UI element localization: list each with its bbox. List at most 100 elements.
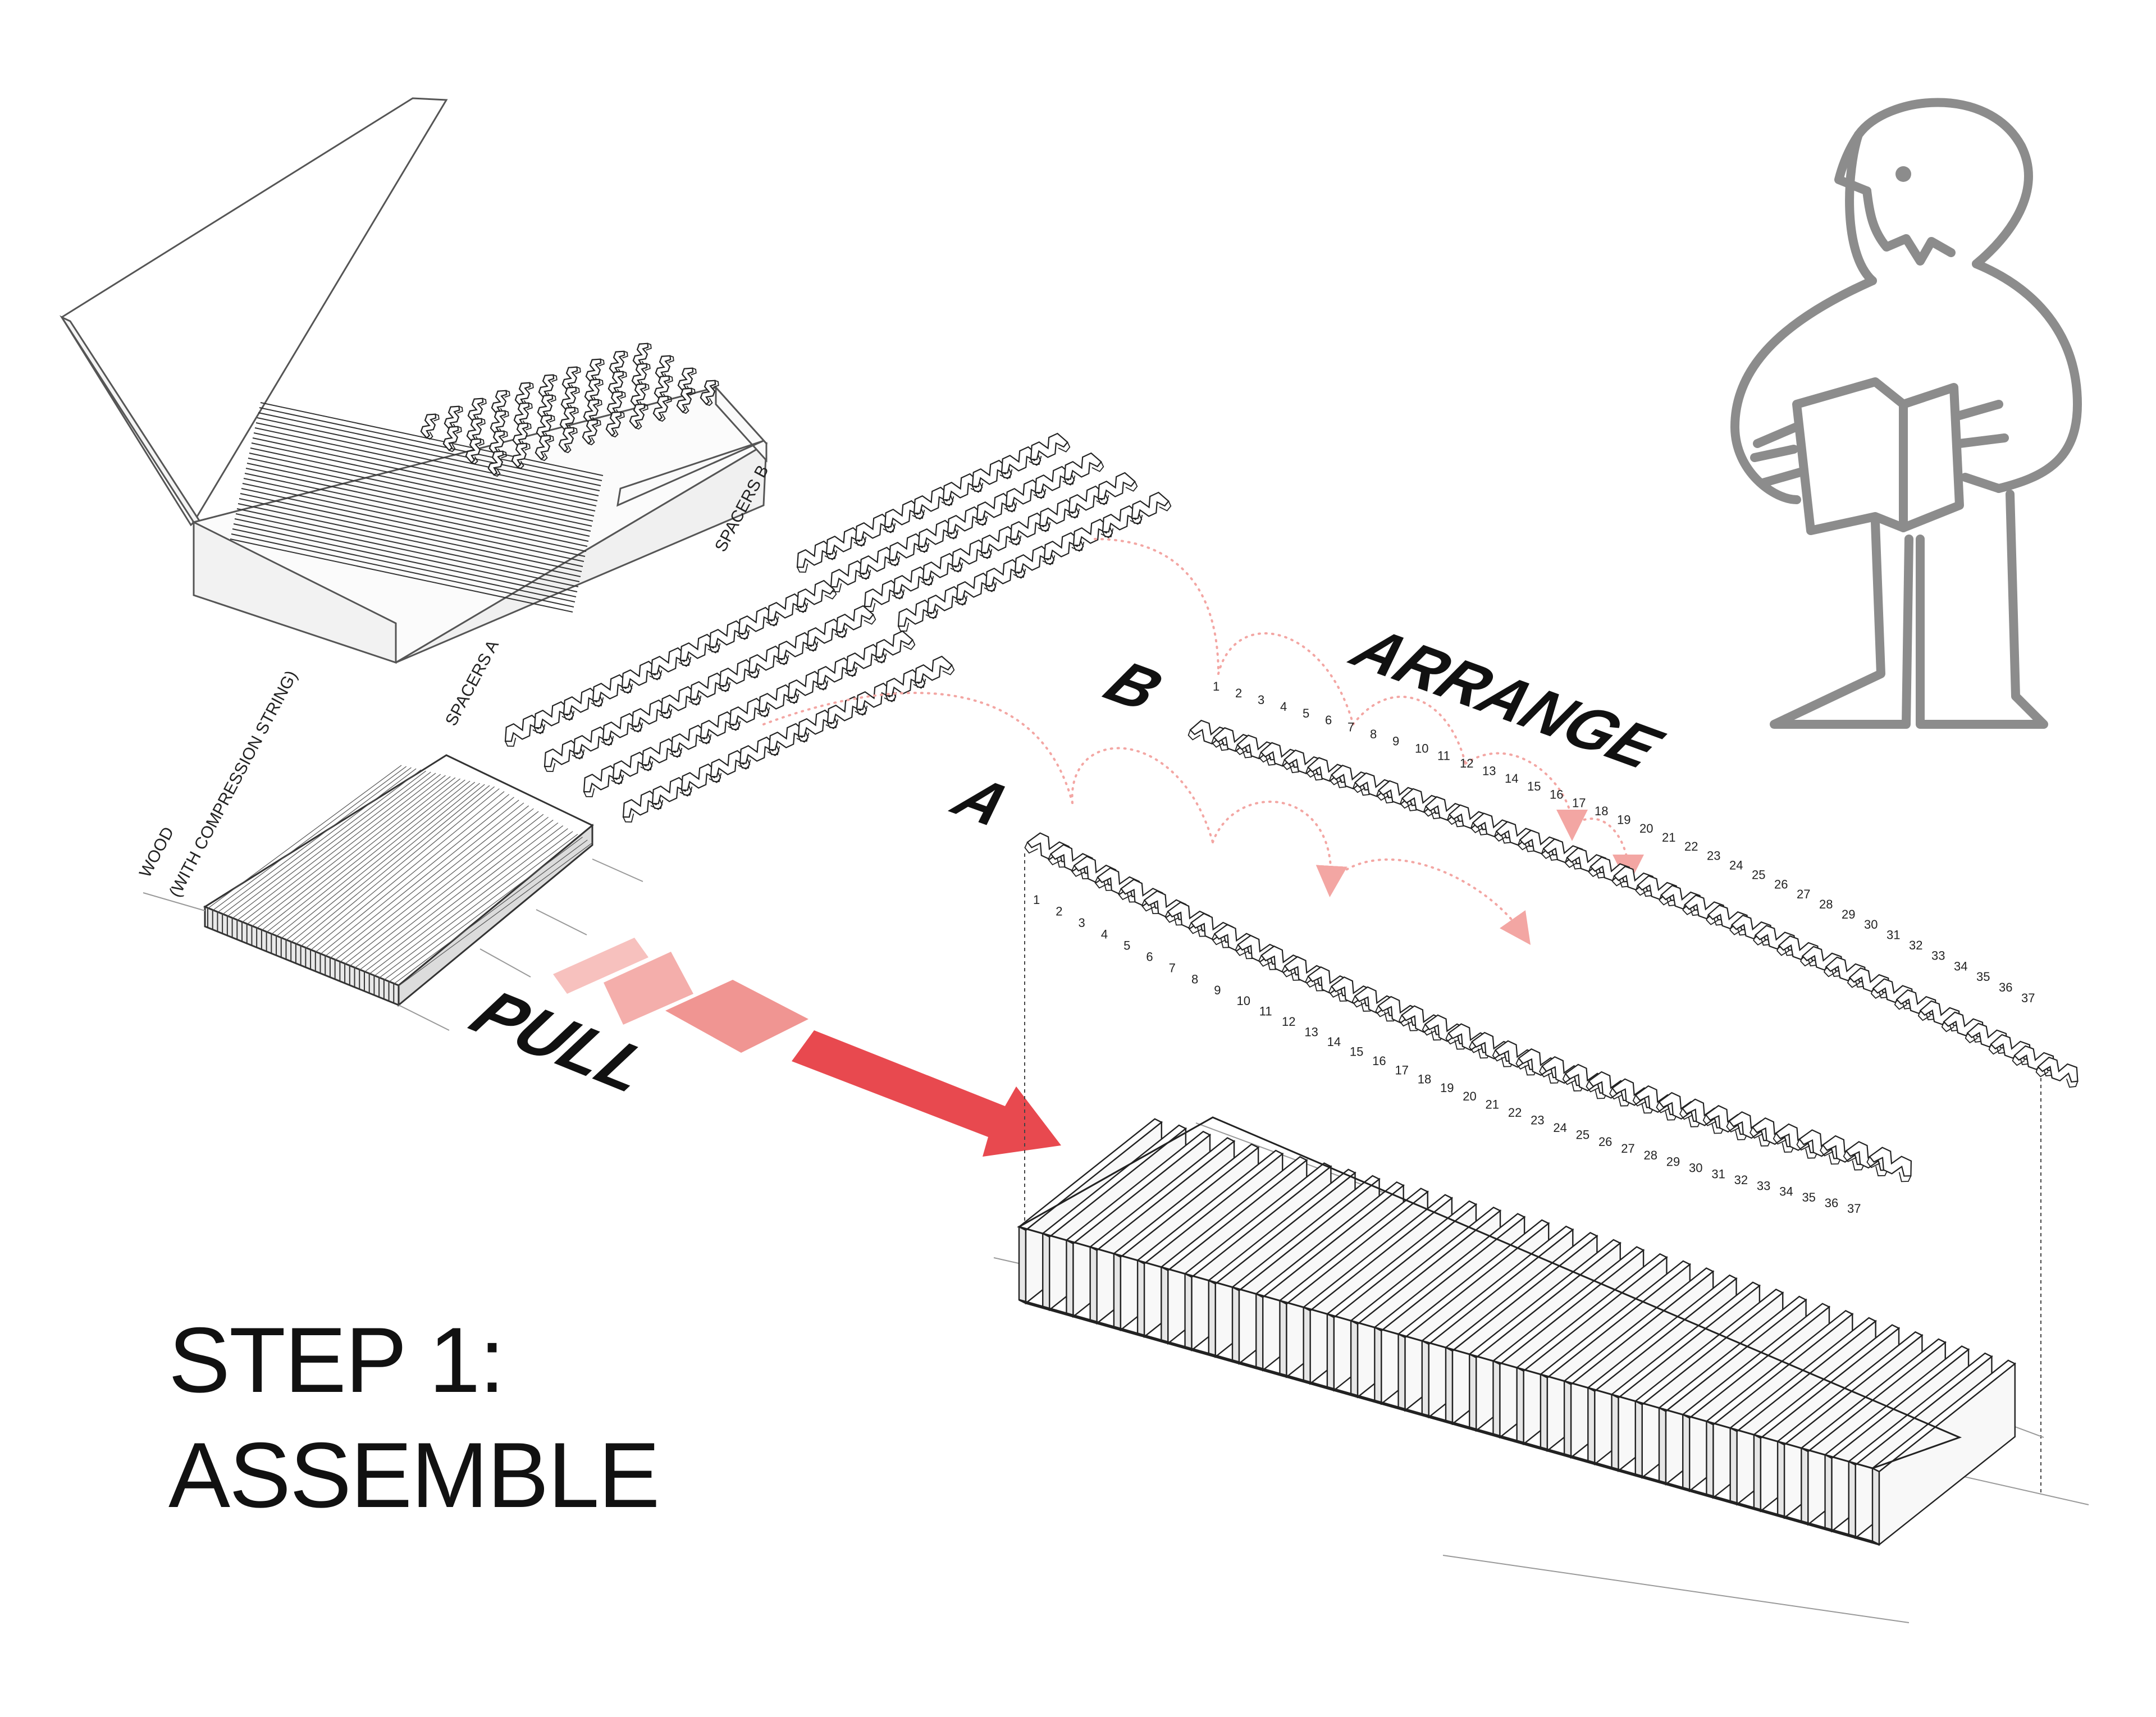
- spacer-b-number: 14: [1505, 771, 1518, 786]
- wood-slat-top: [374, 828, 568, 976]
- wood-slat-top: [295, 785, 490, 945]
- spacers-b-group: [796, 432, 1172, 632]
- spacer-a-number: 1: [1033, 893, 1040, 907]
- step-title: STEP 1: ASSEMBLE: [168, 1303, 660, 1533]
- wood-slat-top: [340, 808, 534, 963]
- wood-slat-top: [286, 783, 480, 941]
- spacer-a-number: 2: [1056, 905, 1062, 919]
- boxed-spacer: [652, 395, 672, 422]
- boxed-spacer: [535, 435, 554, 462]
- spacer-a-number: 27: [1621, 1141, 1634, 1156]
- wood-slat-top: [222, 768, 417, 915]
- boxed-slat: [230, 538, 573, 613]
- wood-slat-top: [261, 777, 456, 931]
- spacer-a-number: 30: [1689, 1161, 1702, 1175]
- spacer-b-number: 21: [1662, 830, 1675, 844]
- boxed-slat: [244, 473, 588, 547]
- spacer-a-number: 12: [1282, 1015, 1295, 1029]
- wood-slat-top: [359, 819, 554, 971]
- boxed-spacer: [487, 450, 507, 477]
- bench-plate-edge: [1469, 1353, 1477, 1432]
- spacer-a-number: 7: [1169, 961, 1176, 975]
- spacer-a-number: 3: [1079, 916, 1085, 930]
- bench-plate-edge: [1397, 1333, 1406, 1412]
- spacer-b-number: 19: [1617, 813, 1630, 827]
- spacer-b-number: 33: [1931, 949, 1945, 963]
- bench-plate-edge: [1326, 1313, 1335, 1392]
- spacer-b-number: 7: [1347, 720, 1354, 734]
- spacer-b: [1097, 472, 1138, 504]
- spacer-b-number: 18: [1595, 804, 1608, 818]
- bench-plate-edge: [1492, 1359, 1501, 1439]
- boxed-slat: [231, 533, 574, 608]
- spacers-a-label: SPACERS A: [442, 637, 503, 729]
- bench-plate-edge: [1184, 1272, 1193, 1351]
- spacer-b-number: 5: [1303, 706, 1309, 720]
- spacer-a-number: 33: [1757, 1179, 1770, 1193]
- bench-plate-edge: [1848, 1460, 1856, 1539]
- bench-plate-edge: [1303, 1306, 1311, 1385]
- spacer-a-number: 4: [1101, 927, 1108, 941]
- spacers-a-group: [504, 579, 955, 823]
- wood-slat-top: [364, 822, 559, 972]
- spacer-a-number: 8: [1191, 972, 1198, 986]
- bench-guide: [1442, 1555, 1910, 1623]
- boxed-slat: [258, 412, 601, 486]
- bench-plate-edge: [1540, 1373, 1549, 1452]
- bench-plate-edge: [1279, 1299, 1287, 1378]
- bench-plate-edge: [1516, 1366, 1524, 1445]
- wood-slat-top: [325, 800, 519, 957]
- bench-plate-edge: [1231, 1286, 1240, 1365]
- bench-plate-edge: [1066, 1239, 1074, 1318]
- spacer-b-number: 31: [1886, 928, 1900, 942]
- wood-slat-top: [207, 765, 402, 909]
- bench-plate-edge: [1729, 1427, 1738, 1506]
- boxed-spacer: [582, 419, 601, 446]
- boxed-slat: [251, 442, 595, 517]
- wood-slat-top: [290, 784, 485, 943]
- wood-slat-top: [241, 773, 436, 923]
- boxed-slat: [245, 468, 589, 542]
- spacer-a-number: 36: [1825, 1196, 1838, 1210]
- spacer-b-number: 15: [1527, 779, 1541, 793]
- spacer-b-number: 34: [1954, 959, 1967, 973]
- boxed-slat: [242, 483, 586, 557]
- wood-slat-top: [276, 780, 471, 937]
- bench-plate-edge: [1611, 1393, 1619, 1472]
- spacer-b-number: 2: [1235, 686, 1242, 700]
- boxed-spacer: [605, 411, 625, 438]
- wood-slat-top: [300, 786, 495, 947]
- wood-slat-top: [383, 834, 578, 980]
- spacer-a-number: 14: [1327, 1035, 1341, 1049]
- spacer-b-number: 25: [1752, 867, 1765, 882]
- wood-slat-top: [227, 769, 422, 917]
- spacer-b-number: 29: [1842, 907, 1855, 921]
- alignment-guides: [1024, 853, 2041, 1494]
- bench-plate-edge: [1753, 1433, 1762, 1513]
- bench-plate-edge: [1255, 1293, 1264, 1372]
- spacer-a-number: 26: [1598, 1135, 1612, 1149]
- spacer-a-number: 31: [1711, 1167, 1725, 1181]
- wood-label: WOOD: [136, 824, 178, 880]
- bench-plate-edge: [1563, 1380, 1572, 1459]
- spacer-a-number: 28: [1644, 1148, 1657, 1162]
- spacer-row-b-item: [2035, 1056, 2079, 1088]
- boxed-slat: [239, 498, 582, 572]
- boxed-slat: [232, 528, 575, 602]
- spacer-b-number: 16: [1550, 788, 1563, 802]
- row-a-heading: A: [939, 764, 1024, 838]
- step-number: STEP 1:: [168, 1308, 505, 1412]
- manual-reader-figure-icon: [1730, 98, 2082, 729]
- spacer-a-number: 25: [1576, 1128, 1589, 1142]
- wood-slat-top: [354, 816, 549, 969]
- wood-slat-top: [217, 767, 412, 913]
- wood-slat-top: [236, 771, 431, 921]
- spacer-b-number: 22: [1684, 839, 1698, 853]
- spacer-a-number: 17: [1395, 1063, 1408, 1077]
- bench-plate-edge: [1113, 1252, 1122, 1331]
- spacer-b: [1030, 432, 1071, 465]
- bench-plate-edge: [1136, 1259, 1145, 1338]
- wood-slat-top: [281, 782, 476, 939]
